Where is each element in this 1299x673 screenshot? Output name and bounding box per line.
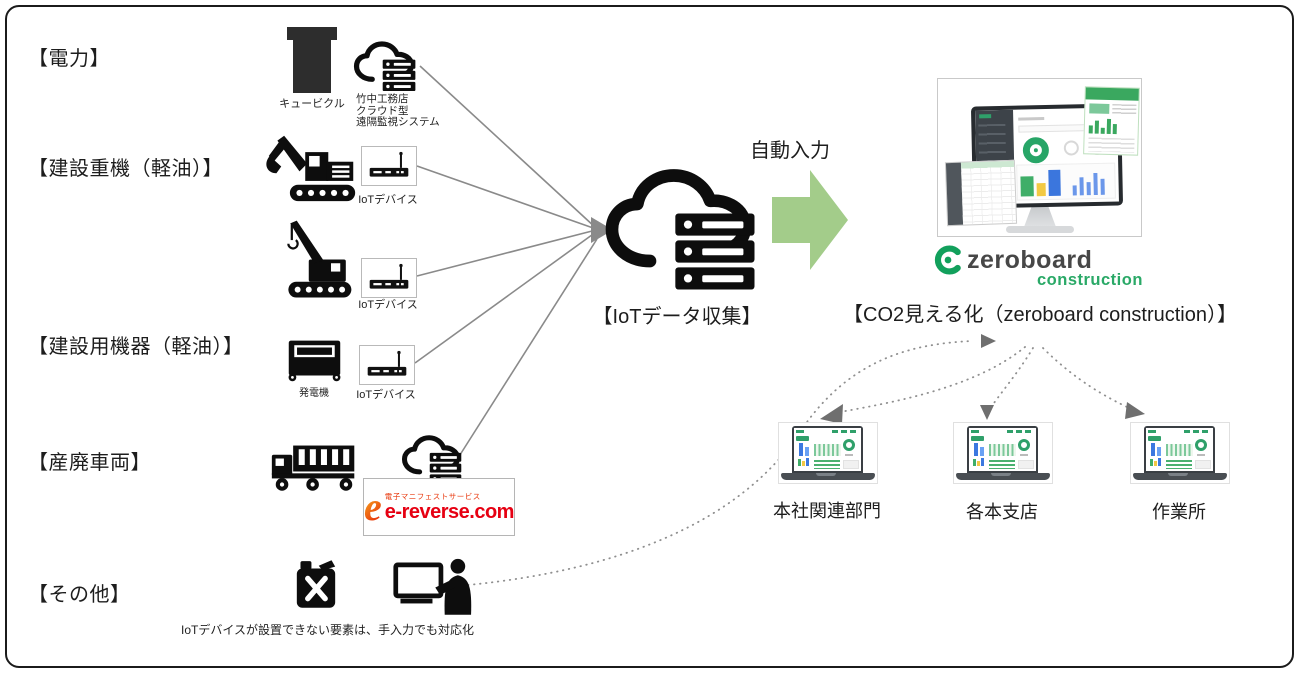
generator-label: 発電機 bbox=[299, 388, 329, 399]
zeroboard-screenshot bbox=[937, 78, 1142, 237]
dotted-to-branches bbox=[989, 347, 1034, 410]
zeroboard-c-icon bbox=[934, 245, 961, 275]
report-card-table bbox=[1088, 137, 1135, 153]
line-iot3-to-hub bbox=[414, 231, 597, 364]
report-card-header bbox=[1085, 87, 1139, 101]
arrowhead-branches bbox=[980, 405, 994, 420]
line-iot2-to-hub bbox=[416, 229, 597, 277]
spreadsheet-grid bbox=[960, 160, 1017, 225]
dashboard-donut-chart bbox=[1022, 137, 1050, 164]
report-card-badge bbox=[1089, 103, 1110, 114]
report-card-lines bbox=[1112, 104, 1137, 115]
laptop-base bbox=[1133, 473, 1227, 480]
auto-input-label: 自動入力 bbox=[750, 140, 830, 162]
dashboard-bar-chart bbox=[1015, 162, 1117, 201]
zeroboard-logo: zeroboard bbox=[933, 245, 1092, 275]
line-takenaka-to-hub bbox=[419, 65, 597, 229]
iot-device-box-generator bbox=[359, 345, 415, 385]
report-card-chart bbox=[1088, 117, 1135, 135]
excavator-icon bbox=[263, 131, 359, 203]
laptop-screen bbox=[1144, 426, 1215, 473]
takenaka-system-line2: クラウド型 bbox=[356, 104, 409, 117]
dump-truck-icon bbox=[270, 438, 358, 492]
iot-device-icon bbox=[366, 150, 412, 182]
iot-device-icon bbox=[366, 262, 412, 294]
takenaka-system-line1: 竹中工務店 bbox=[356, 93, 409, 105]
cubicle-label: キュービクル bbox=[279, 98, 345, 110]
takenaka-system-line3: 遠隔監視システム bbox=[356, 116, 440, 128]
ereverse-name: e-reverse.com bbox=[384, 500, 515, 523]
iot-device-label-excavator: IoTデバイス bbox=[358, 194, 418, 206]
generator-icon bbox=[286, 336, 343, 382]
laptop-branches bbox=[953, 422, 1053, 484]
spreadsheet-panel bbox=[944, 159, 1018, 227]
iot-device-label-crane: IoTデバイス bbox=[358, 299, 418, 311]
green-report-card bbox=[1083, 86, 1140, 156]
fuel-can-icon bbox=[295, 558, 337, 610]
takenaka-cloud-server-icon bbox=[350, 40, 418, 95]
dashboard-title-bar bbox=[1017, 116, 1044, 121]
ereverse-tagline: 電子マニフェストサービス bbox=[384, 491, 481, 501]
arrowhead-headoffice bbox=[820, 404, 843, 424]
line-ereverse-to-hub bbox=[457, 238, 598, 459]
iot-device-icon bbox=[364, 349, 410, 381]
category-label-construction-equipment: 【建設用機器（軽油）】 bbox=[28, 336, 244, 358]
manual-input-note: IoTデバイスが設置できない要素は、手入力でも対応化 bbox=[181, 623, 474, 637]
hub-arrowhead bbox=[591, 217, 613, 243]
category-label-waste-vehicle: 【産廃車両】 bbox=[28, 452, 151, 474]
flow-arrow-shape bbox=[772, 170, 848, 270]
crane-icon bbox=[268, 220, 356, 300]
hub-cloud-server-icon bbox=[596, 166, 761, 299]
dotted-to-worksites bbox=[1042, 347, 1130, 409]
hub-label: 【IoTデータ収集】 bbox=[592, 306, 762, 328]
laptop-screen bbox=[967, 426, 1038, 473]
iot-device-box-crane bbox=[361, 258, 417, 298]
ereverse-e-icon: e bbox=[364, 484, 382, 529]
zeroboard-brand: zeroboard bbox=[967, 245, 1093, 274]
destination-label-worksites: 作業所 bbox=[1152, 502, 1206, 522]
iot-device-box-excavator bbox=[361, 146, 417, 186]
flow-arrow bbox=[772, 170, 848, 270]
arrowhead-worksites bbox=[1125, 402, 1145, 419]
laptop-base bbox=[956, 473, 1050, 480]
co2-visualization-caption: 【CO2見える化（zeroboard construction）】 bbox=[843, 304, 1237, 326]
laptop-screen bbox=[792, 426, 863, 473]
arrowhead-manual bbox=[981, 334, 996, 348]
zeroboard-sub-brand: construction bbox=[1037, 271, 1143, 289]
category-label-other: 【その他】 bbox=[28, 584, 131, 606]
laptop-headoffice bbox=[778, 422, 878, 484]
dashboard-logo-chip bbox=[979, 114, 992, 119]
iot-device-label-generator: IoTデバイス bbox=[356, 389, 416, 401]
laptop-base bbox=[781, 473, 875, 480]
cubicle-icon bbox=[287, 27, 337, 93]
line-iot1-to-hub bbox=[416, 165, 597, 230]
person-computer-icon bbox=[392, 558, 472, 615]
takenaka-system-label: 竹中工務店 クラウド型 遠隔監視システム bbox=[356, 93, 440, 129]
category-label-power: 【電力】 bbox=[28, 48, 110, 70]
dotted-manual-to-zeroboard bbox=[467, 340, 973, 586]
monitor-stand-base bbox=[1006, 226, 1074, 233]
ereverse-logo: e 電子マニフェストサービス e-reverse.com bbox=[363, 478, 515, 536]
dashboard-stat-circle bbox=[1063, 140, 1080, 156]
laptop-worksites bbox=[1130, 422, 1230, 484]
dotted-to-headoffice bbox=[839, 346, 1026, 413]
diagram-border bbox=[5, 5, 1294, 668]
category-label-heavy-machinery: 【建設重機（軽油）】 bbox=[28, 158, 223, 180]
destination-label-headoffice: 本社関連部門 bbox=[773, 501, 881, 521]
destination-label-branches: 各本支店 bbox=[966, 502, 1038, 522]
